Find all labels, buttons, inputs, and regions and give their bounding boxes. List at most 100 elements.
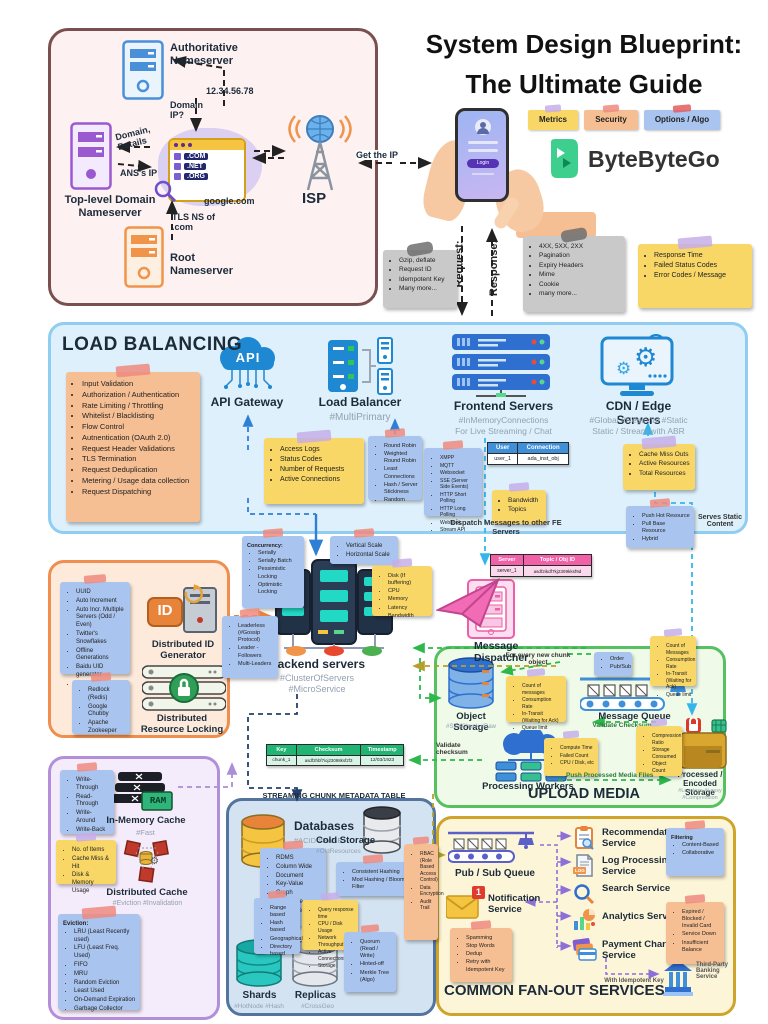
- note-item: Consumption Rate: [522, 697, 562, 710]
- response-label: Response:: [488, 239, 501, 297]
- tape: [239, 608, 261, 618]
- note-item: Range based: [270, 905, 296, 919]
- legend-metrics-label: Metrics: [538, 115, 567, 124]
- password-field[interactable]: [468, 149, 498, 152]
- service-analytics[interactable]: Analytics Service: [602, 911, 681, 922]
- response-headers-note: 4XX, 5XX, 2XXPaginationExpiry HeadersMim…: [523, 226, 625, 312]
- note-item: Memory: [388, 596, 428, 603]
- load-balancer-tag: #MultiPrimary: [329, 412, 391, 423]
- message-dispatcher-label: Message Dispatcher: [474, 640, 529, 665]
- note-item: LFU (Least Freq. Used): [74, 945, 136, 961]
- client-phone[interactable]: Login: [455, 108, 509, 202]
- object-storage-icon: [448, 657, 494, 709]
- note-item: Round Robin: [384, 443, 418, 450]
- response-metrics-note: Response TimeFailed Status CodesError Co…: [638, 235, 752, 308]
- note-item: In-Transit (Waiting for Ack): [666, 671, 692, 691]
- cache-metrics-note: No. of ItemsCache Miss & HitDisk & Memor…: [56, 832, 116, 894]
- note-item: Consumption Rate: [666, 657, 695, 670]
- api-cloud-text: API: [235, 350, 261, 365]
- avatar: [475, 119, 491, 135]
- note-item: Cache Miss Outs: [639, 451, 691, 459]
- note-item: Google Chubby: [88, 704, 126, 720]
- note-item: Serially: [258, 550, 300, 557]
- note-item: Random: [384, 497, 418, 504]
- shards-tag: #HotNode #Hash: [234, 1003, 284, 1010]
- eviction-note: Eviction: LRU (Least Recently used)LFU (…: [58, 905, 140, 1012]
- load-balancer-label: Load Balancer: [318, 395, 402, 409]
- worker-metrics-note: Compute TimeFailed CountCPU / Disk, etc: [544, 730, 598, 776]
- note-item: Count of messages: [522, 683, 562, 696]
- legend-metrics: Metrics: [528, 104, 578, 130]
- note-item: Consistent Hashing: [352, 869, 406, 876]
- tape: [362, 854, 384, 864]
- fanout-title: COMMON FAN-OUT SERVICES: [444, 982, 665, 999]
- order-note: OrderPub/Sub: [594, 652, 632, 676]
- tape: [296, 429, 332, 444]
- eviction-title: Eviction:: [63, 921, 89, 927]
- notification-service-label[interactable]: Notification Service: [488, 893, 541, 915]
- id-generator-icon: [147, 584, 217, 633]
- service-payment[interactable]: Payment Charge Service: [602, 939, 677, 961]
- note-item: Request ID: [399, 266, 453, 274]
- note-item: No. of Items: [72, 847, 112, 855]
- note-item: Latency: [388, 605, 428, 612]
- note-item: CPU / Disk Usage: [318, 921, 354, 934]
- log-icon-text: LOG: [575, 868, 585, 873]
- note-item: Directory based: [270, 944, 296, 958]
- note-item: XMPP: [440, 455, 478, 462]
- service-search[interactable]: Search Service: [602, 883, 671, 894]
- spam-note: SpammingStop WordsDedupRetry with Idempo…: [450, 920, 512, 982]
- chunk-note-label: For every new chunk object: [505, 652, 571, 666]
- log-processing-icon: [573, 854, 593, 877]
- clip-icon: [406, 240, 434, 258]
- tape: [75, 832, 97, 842]
- note-item: Active Connections: [318, 949, 354, 962]
- service-log-processing[interactable]: Log Processing Service: [602, 855, 674, 877]
- tape: [526, 668, 546, 677]
- note-item: 4XX, 5XX, 2XX: [539, 243, 621, 251]
- username-field[interactable]: [468, 141, 498, 144]
- service-recommendation[interactable]: Recommendation Service: [602, 827, 682, 849]
- notification-envelope-icon: [446, 895, 479, 919]
- page-title-line1: System Design Blueprint:: [425, 29, 743, 59]
- note-item: Compression Ratio: [652, 733, 681, 746]
- note-item: Disk (If buffering): [388, 573, 428, 587]
- note-item: On-Demand Expiration: [74, 997, 136, 1005]
- note-item: Input Validation: [82, 379, 196, 389]
- serves-static-label: Serves Static Content: [698, 514, 742, 528]
- fe-protocols-note: XMPPMQTTWebsocketSSE (Server Side Events…: [424, 440, 482, 533]
- note-item: Pull Base Resource: [642, 521, 690, 535]
- note-item: FIFO: [74, 962, 136, 970]
- tape: [81, 905, 117, 920]
- note-item: Baidu UID generator: [76, 664, 126, 680]
- tape: [508, 482, 530, 492]
- bytebytego-logo-icon: [551, 139, 578, 178]
- note-item: Garbage Collector: [74, 1006, 136, 1014]
- note-item: Hash based: [270, 920, 296, 934]
- note-item: Document: [276, 873, 322, 881]
- note-item: Storage: [318, 963, 354, 970]
- bank-icon: [663, 960, 693, 996]
- note-item: Geographical: [270, 936, 303, 943]
- note-item: Response Time: [654, 251, 748, 260]
- validate-checksum-label: Validate Checksum: [592, 722, 652, 729]
- note-item: Request Dispatching: [82, 487, 196, 497]
- note-item: Content-Based: [682, 842, 720, 849]
- message-queue-icon: [580, 677, 686, 711]
- note-item: Apache Zookeeper: [88, 720, 126, 736]
- tld-nameserver-icon: [70, 122, 112, 190]
- note-item: Auto Incr. Multiple Servers (Odd / Even): [76, 607, 126, 630]
- note-item: Redlock (Redis): [88, 687, 126, 703]
- note-item: Error Codes / Message: [654, 271, 748, 280]
- cdn-tag: #Global #Regional #Static: [589, 415, 688, 425]
- login-button[interactable]: Login: [467, 159, 499, 168]
- conn-col-user: User: [486, 442, 519, 454]
- browser-row-net: .NET: [184, 163, 206, 170]
- databases-label: Databases: [294, 819, 355, 833]
- tape: [442, 440, 464, 450]
- note-item: Least Connections: [384, 466, 418, 480]
- note-item: Topics: [508, 506, 542, 514]
- cdn-edge-icon: ⚙⚙: [600, 334, 674, 396]
